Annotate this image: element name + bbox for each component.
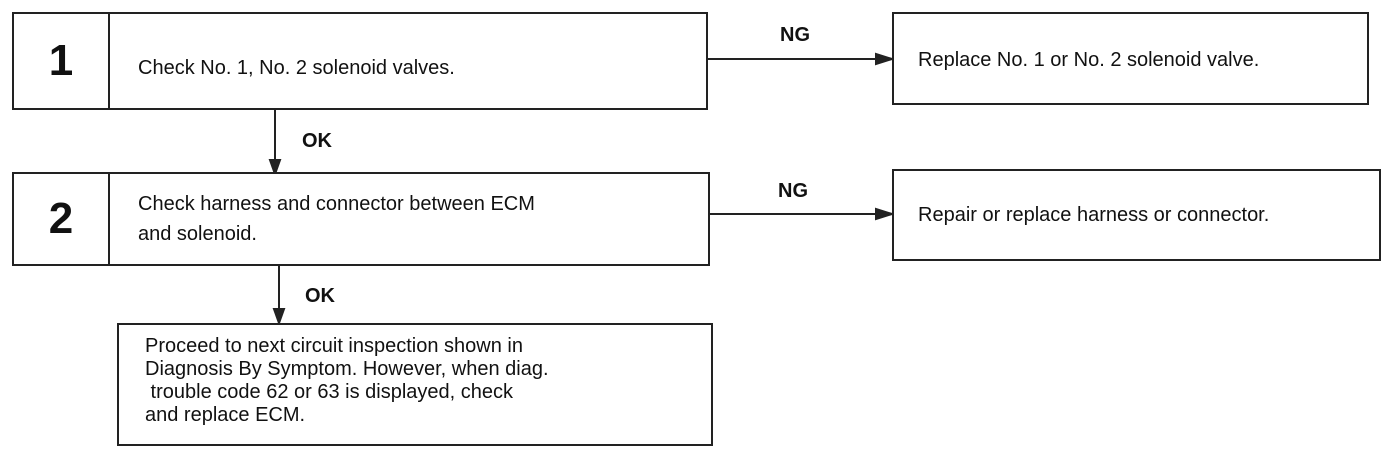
step-1-ng-result-text: Replace No. 1 or No. 2 solenoid valve. <box>918 49 1260 71</box>
final-action-line-3: trouble code 62 or 63 is displayed, chec… <box>145 381 513 403</box>
step-2-number: 2 <box>14 174 110 264</box>
arrowhead-step2-ok <box>272 308 286 326</box>
step-2-ng-label: NG <box>778 180 808 202</box>
step-1-text: Check No. 1, No. 2 solenoid valves. <box>138 57 455 79</box>
step-1-number: 1 <box>14 14 110 108</box>
step-1-ng-label: NG <box>780 24 810 46</box>
step-2-box: 2 Check harness and connector between EC… <box>12 172 710 266</box>
step-1-ng-result-box: Replace No. 1 or No. 2 solenoid valve. <box>892 12 1369 105</box>
arrowhead-step2-ng <box>875 207 896 221</box>
final-action-text: Proceed to next circuit inspection shown… <box>145 335 549 427</box>
arrowhead-step1-ng <box>875 52 896 66</box>
step-2-text-line2: and solenoid. <box>138 223 257 245</box>
final-action-line-1: Proceed to next circuit inspection shown… <box>145 335 523 357</box>
arrowhead-step1-ok <box>268 159 282 177</box>
step-1-box: 1 Check No. 1, No. 2 solenoid valves. <box>12 12 708 110</box>
step-2-ng-result-box: Repair or replace harness or connector. <box>892 169 1381 261</box>
step-2-ok-label: OK <box>305 285 335 307</box>
final-action-line-2: Diagnosis By Symptom. However, when diag… <box>145 358 549 380</box>
final-action-line-4: and replace ECM. <box>145 404 306 426</box>
final-action-box: Proceed to next circuit inspection shown… <box>117 323 713 446</box>
step-1-ok-label: OK <box>302 130 332 152</box>
step-2-text-line1: Check harness and connector between ECM <box>138 193 535 215</box>
step-2-ng-result-text: Repair or replace harness or connector. <box>918 204 1270 226</box>
